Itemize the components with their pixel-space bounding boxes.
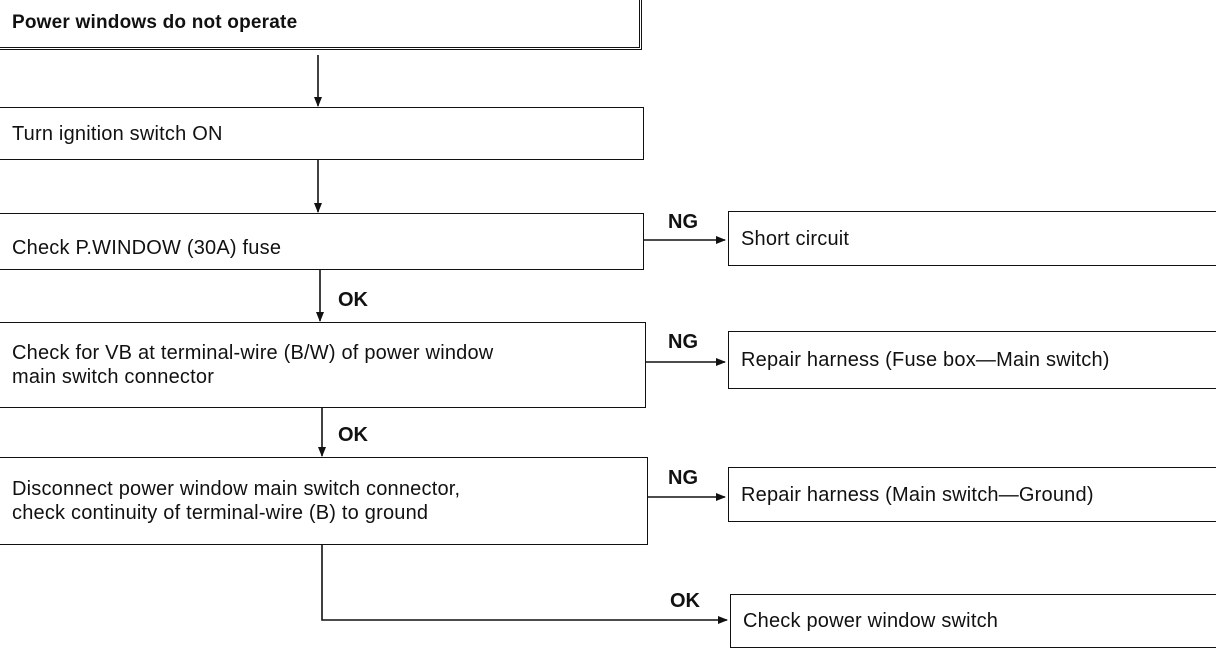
check-switch-text: Check power window switch	[743, 610, 999, 632]
disconnect-box: Disconnect power window main switch conn…	[0, 457, 648, 545]
fuse-text: Check P.WINDOW (30A) fuse	[12, 236, 282, 259]
ok-label-vb: OK	[338, 424, 368, 446]
vb-text-line1: Check for VB at terminal-wire (B/W) of p…	[12, 342, 494, 364]
arrow-disconnect-ok	[321, 545, 728, 624]
repair-fusebox-text: Repair harness (Fuse box—Main switch)	[741, 349, 1110, 371]
start-text: Power windows do not operate	[12, 12, 298, 33]
repair-ground-text: Repair harness (Main switch—Ground)	[741, 483, 1094, 506]
ng-label-disconnect: NG	[668, 467, 698, 489]
vb-text-line2: main switch connector	[12, 366, 215, 388]
vb-check-box: Check for VB at terminal-wire (B/W) of p…	[0, 322, 646, 408]
ignition-text: Turn ignition switch ON	[12, 122, 223, 145]
fuse-box: Check P.WINDOW (30A) fuse	[0, 213, 644, 270]
ng-label-fuse: NG	[668, 211, 698, 233]
repair-ground-box: Repair harness (Main switch—Ground)	[728, 467, 1216, 522]
repair-fusebox-box: Repair harness (Fuse box—Main switch)	[728, 331, 1216, 389]
check-switch-box: Check power window switch	[730, 594, 1216, 648]
ok-label-fuse: OK	[338, 289, 368, 311]
short-circuit-box: Short circuit	[728, 211, 1216, 266]
ng-label-vb: NG	[668, 331, 698, 353]
disconnect-text-line1: Disconnect power window main switch conn…	[12, 478, 461, 500]
start-box: Power windows do not operate	[0, 0, 642, 50]
ignition-box: Turn ignition switch ON	[0, 107, 644, 160]
short-circuit-text: Short circuit	[741, 227, 850, 250]
ok-label-final: OK	[670, 590, 700, 612]
disconnect-text-line2: check continuity of terminal-wire (B) to…	[12, 502, 429, 524]
